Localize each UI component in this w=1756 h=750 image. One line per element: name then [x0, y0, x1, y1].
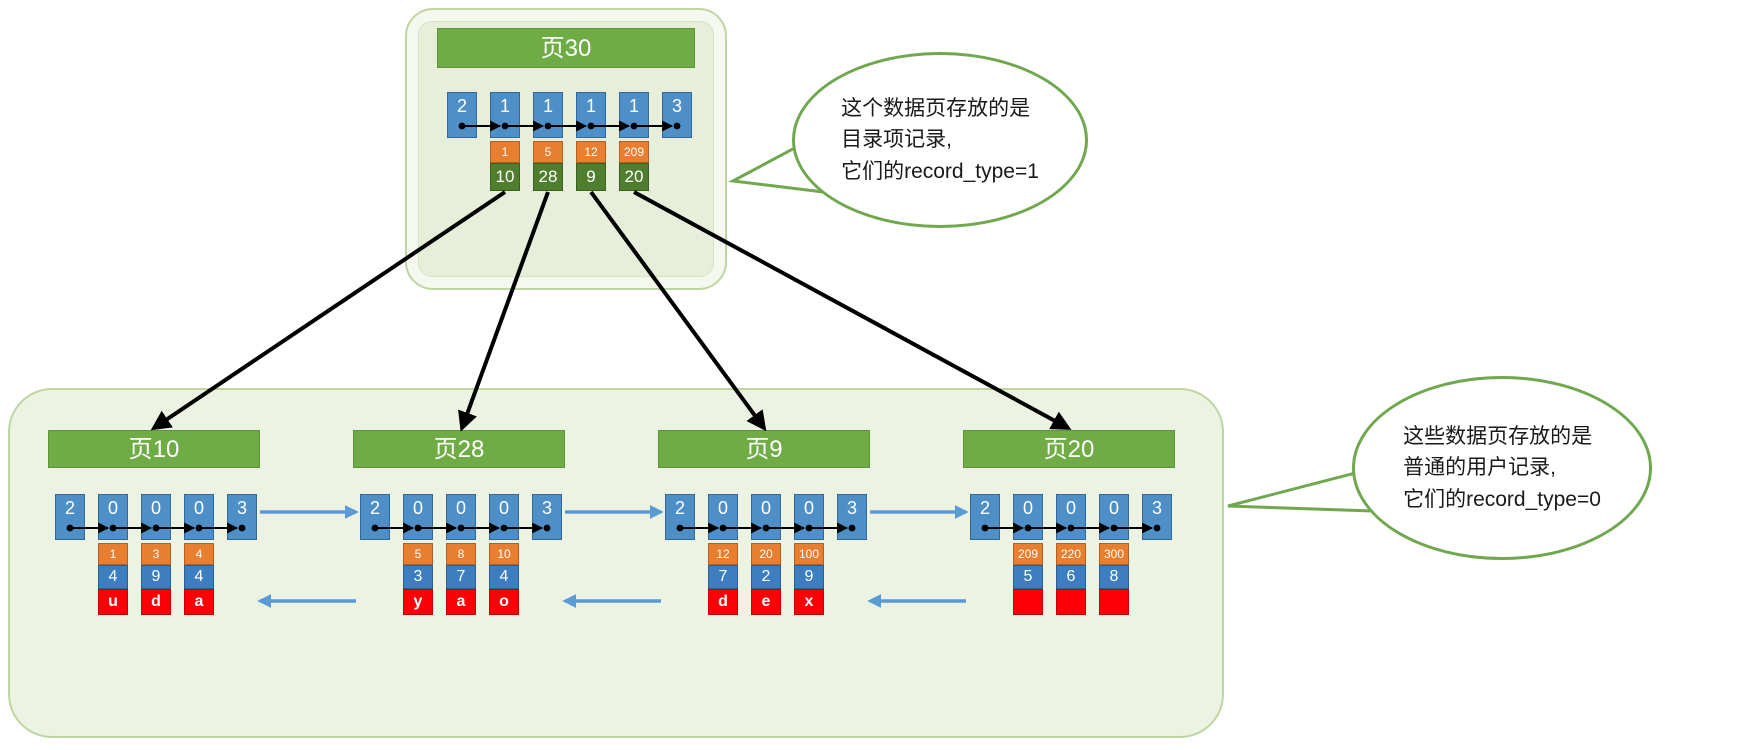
child-page-number-cell: 9 — [576, 163, 606, 191]
record-key-cell: 1 — [490, 141, 520, 163]
record-col2-cell: 4 — [98, 565, 128, 589]
record-type-cell: 0 — [794, 494, 824, 540]
record-col2-cell: 7 — [446, 565, 476, 589]
record-col3-cell: x — [794, 589, 824, 615]
record-type-cell: 1 — [619, 92, 649, 138]
record-col3-cell: d — [141, 589, 171, 615]
callout-line: 它们的record_type=0 — [1403, 487, 1601, 511]
record-col2-cell: 4 — [184, 565, 214, 589]
callout-line: 这个数据页存放的是 — [841, 96, 1031, 120]
child-page-number-cell: 28 — [533, 163, 563, 191]
record-type-cell: 0 — [751, 494, 781, 540]
record-col2-cell: 4 — [489, 565, 519, 589]
leaf-page-header: 页28 — [353, 430, 565, 468]
record-type-cell: 0 — [1099, 494, 1129, 540]
record-type-cell: 0 — [1013, 494, 1043, 540]
record-type-cell: 0 — [446, 494, 476, 540]
record-col2-cell: 2 — [751, 565, 781, 589]
record-col3-cell: e — [751, 589, 781, 615]
callout-line: 它们的record_type=1 — [841, 159, 1039, 183]
supremum-cell: 3 — [227, 494, 257, 540]
child-page-number-cell: 20 — [619, 163, 649, 191]
callout-line: 目录项记录, — [841, 128, 952, 152]
leaf-page-header: 页10 — [48, 430, 260, 468]
callout-line: 普通的用户记录, — [1403, 456, 1556, 480]
leaf-page-header: 页9 — [658, 430, 870, 468]
record-col3-cell — [1013, 589, 1043, 615]
record-type-cell: 0 — [489, 494, 519, 540]
record-col3-cell: a — [184, 589, 214, 615]
record-key-cell: 209 — [1013, 543, 1043, 565]
record-type-cell: 0 — [98, 494, 128, 540]
record-col2-cell: 7 — [708, 565, 738, 589]
supremum-cell: 3 — [662, 92, 692, 138]
infimum-cell: 2 — [665, 494, 695, 540]
record-key-cell: 5 — [533, 141, 563, 163]
record-key-cell: 5 — [403, 543, 433, 565]
record-col2-cell: 9 — [794, 565, 824, 589]
callout-directory-records: 这个数据页存放的是 目录项记录, 它们的record_type=1 — [792, 52, 1088, 228]
supremum-cell: 3 — [1142, 494, 1172, 540]
record-col3-cell: u — [98, 589, 128, 615]
record-key-cell: 20 — [751, 543, 781, 565]
record-col2-cell: 9 — [141, 565, 171, 589]
record-type-cell: 1 — [490, 92, 520, 138]
record-key-cell: 10 — [489, 543, 519, 565]
record-key-cell: 12 — [576, 141, 606, 163]
record-col3-cell: y — [403, 589, 433, 615]
record-key-cell: 8 — [446, 543, 476, 565]
callout-text: 这个数据页存放的是 目录项记录, 它们的record_type=1 — [841, 93, 1039, 188]
record-col3-cell: o — [489, 589, 519, 615]
record-col2-cell: 3 — [403, 565, 433, 589]
callout-line: 这些数据页存放的是 — [1403, 424, 1593, 448]
record-key-cell: 3 — [141, 543, 171, 565]
record-col2-cell: 6 — [1056, 565, 1086, 589]
record-type-cell: 0 — [1056, 494, 1086, 540]
record-type-cell: 1 — [533, 92, 563, 138]
record-key-cell: 12 — [708, 543, 738, 565]
record-type-cell: 0 — [184, 494, 214, 540]
record-col3-cell — [1056, 589, 1086, 615]
record-key-cell: 1 — [98, 543, 128, 565]
record-key-cell: 4 — [184, 543, 214, 565]
child-page-number-cell: 10 — [490, 163, 520, 191]
record-type-cell: 0 — [403, 494, 433, 540]
root-page-header: 页30 — [437, 28, 695, 68]
record-col3-cell: d — [708, 589, 738, 615]
record-key-cell: 100 — [794, 543, 824, 565]
record-col3-cell — [1099, 589, 1129, 615]
infimum-cell: 2 — [360, 494, 390, 540]
record-type-cell: 1 — [576, 92, 606, 138]
record-col3-cell: a — [446, 589, 476, 615]
leaf-page-header: 页20 — [963, 430, 1175, 468]
infimum-cell: 2 — [970, 494, 1000, 540]
record-type-cell: 0 — [708, 494, 738, 540]
callout-user-records: 这些数据页存放的是 普通的用户记录, 它们的record_type=0 — [1352, 376, 1652, 560]
supremum-cell: 3 — [837, 494, 867, 540]
infimum-cell: 2 — [55, 494, 85, 540]
supremum-cell: 3 — [532, 494, 562, 540]
record-key-cell: 300 — [1099, 543, 1129, 565]
infimum-cell: 2 — [447, 92, 477, 138]
record-key-cell: 209 — [619, 141, 649, 163]
record-col2-cell: 8 — [1099, 565, 1129, 589]
record-col2-cell: 5 — [1013, 565, 1043, 589]
callout-text: 这些数据页存放的是 普通的用户记录, 它们的record_type=0 — [1403, 421, 1601, 516]
record-key-cell: 220 — [1056, 543, 1086, 565]
record-type-cell: 0 — [141, 494, 171, 540]
